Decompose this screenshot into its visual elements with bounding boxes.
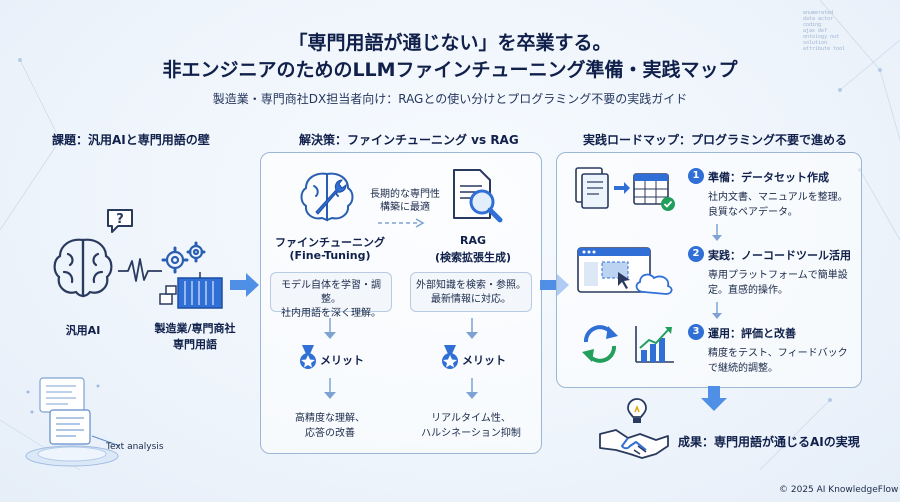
- rag-name-line2: (検索拡張生成): [434, 251, 512, 264]
- medal-icon: [442, 345, 458, 369]
- rag-merit-label: メリット: [462, 354, 506, 367]
- brain-icon: [53, 238, 113, 298]
- down-arrow-icon: [712, 302, 722, 319]
- arrow-problem-to-solution: [230, 273, 259, 297]
- rag-merit-line1: リアルタイム性、: [431, 413, 511, 424]
- step-2-desc-line2: 定。直感的操作。: [708, 285, 788, 296]
- roadmap-heading: 実践ロードマップ：プログラミング不要で進める: [583, 133, 848, 147]
- step-2-title: 実践：ノーコードツール活用: [708, 249, 851, 262]
- step-1-desc-line2: 良質なペアデータ。: [708, 207, 798, 218]
- step-3-desc-line1: 精度をテスト、フィードバック: [708, 348, 848, 359]
- cargo-container-icon: [159, 272, 223, 309]
- rag-desc-line2: 最新情報に対応。: [431, 294, 511, 305]
- handshake-icon: [599, 429, 669, 459]
- result-text: 成果：専門用語が通じるAIの実現: [678, 435, 860, 449]
- domain-label-line1: 製造業/専門商社: [154, 322, 236, 335]
- fine-tuning-name-line1: ファインチューニング: [275, 236, 385, 249]
- documents-spreadsheet-icon: [575, 167, 675, 211]
- step-1-desc-line1: 社内文書、マニュアルを整理。: [708, 192, 848, 203]
- refresh-cycle-icon: [582, 325, 618, 363]
- rag-name-line1: RAG: [459, 234, 486, 247]
- solution-heading: 解決策：ファインチューニング vs RAG: [299, 133, 519, 147]
- arrow-roadmap-to-result: [701, 386, 727, 411]
- rag-description: 外部知識を検索・参照。 最新情報に対応。: [410, 272, 532, 312]
- lightbulb-icon: [627, 398, 647, 423]
- down-arrow-icon: [324, 378, 336, 399]
- fine-tuning-merit-line2: 応答の改善: [305, 428, 355, 439]
- page-subtitle: 製造業・専門商社DX担当者向け：RAGとの使い分けとプログラミング不要の実践ガイ…: [212, 92, 688, 106]
- down-arrow-icon: [712, 224, 722, 241]
- step-2-desc-line1: 専用プラットフォームで簡単設: [708, 270, 848, 281]
- middle-note-line1: 長期的な専門性: [370, 189, 440, 200]
- question-bubble-icon: ?: [107, 209, 133, 233]
- brain-wrench-icon: [300, 172, 354, 222]
- fine-tuning-merit-label: メリット: [320, 354, 364, 367]
- step-3-desc-line2: で継続的調整。: [708, 363, 778, 374]
- medal-icon: [300, 345, 316, 369]
- fine-tuning-desc-line1: モデル自体を学習・調整。: [281, 280, 381, 305]
- rag-merit-line2: ハルシネーション抑制: [421, 428, 521, 439]
- nocode-tool-window-icon: [577, 247, 673, 295]
- bar-chart-growth-icon: [635, 326, 674, 363]
- step-3-number: 3: [688, 324, 704, 340]
- page-title-line2: 非エンジニアのためのLLMファインチューニング準備・実践マップ: [162, 59, 738, 81]
- code-snippet-decoration: enumerated data actor coding ajax def on…: [803, 10, 846, 52]
- fine-tuning-merit-line1: 高精度な理解、: [295, 413, 365, 424]
- generic-ai-label: 汎用AI: [65, 324, 101, 337]
- document-search-icon: [453, 169, 503, 223]
- signal-wave-icon: [118, 258, 162, 282]
- copyright-text: © 2025 AI KnowledgeFlow: [779, 485, 899, 495]
- domain-label-line2: 専門用語: [173, 338, 217, 351]
- down-arrow-icon: [466, 378, 478, 399]
- page-title-line1: 「専門用語が通じない」を卒業する。: [288, 32, 612, 54]
- gears-icon: [161, 241, 206, 274]
- step-1-title: 準備：データセット作成: [708, 171, 829, 184]
- svg-text:?: ?: [116, 212, 124, 227]
- rag-desc-line1: 外部知識を検索・参照。: [416, 280, 526, 291]
- fine-tuning-name-line2: (Fine-Tuning): [289, 249, 371, 262]
- text-analysis-illustration: [25, 377, 121, 467]
- fine-tuning-description: モデル自体を学習・調整。 社内用語を深く理解。: [270, 272, 392, 319]
- text-analysis-label: Text analysis: [106, 442, 164, 452]
- step-1-number: 1: [688, 168, 704, 184]
- dashed-arrow-icon: [378, 218, 425, 228]
- problem-heading: 課題：汎用AIと専門用語の壁: [52, 133, 210, 147]
- down-arrow-icon: [466, 318, 478, 339]
- down-arrow-icon: [324, 318, 336, 339]
- step-3-title: 運用：評価と改善: [708, 327, 796, 340]
- fine-tuning-desc-line2: 社内用語を深く理解。: [281, 308, 381, 319]
- step-2-number: 2: [688, 246, 704, 262]
- middle-note-line2: 構築に最適: [380, 202, 430, 213]
